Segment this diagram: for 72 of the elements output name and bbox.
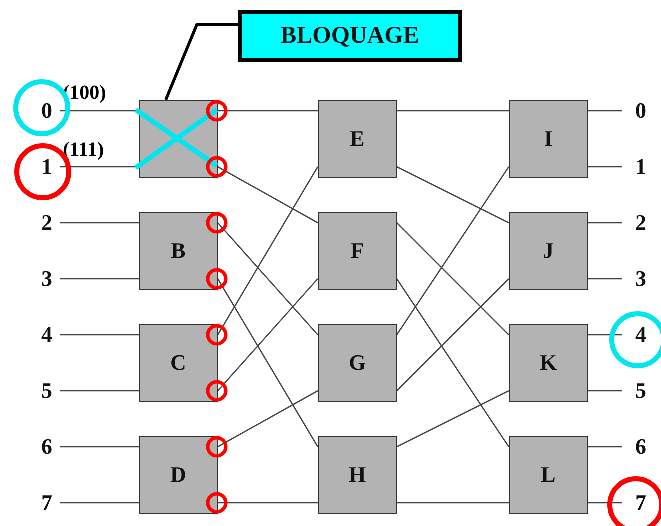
address-label: (111) [63,139,104,162]
switch-label: J [543,238,554,264]
port-number: 1 [636,154,646,180]
switch-box [139,212,218,290]
connector-line [218,390,318,448]
port-number: 6 [636,434,646,460]
switch-label: E [350,126,365,152]
port-number: 7 [636,490,646,516]
connector-line [218,222,318,336]
connector-line [217,166,319,336]
connector-line [60,334,139,336]
connector-line [218,110,318,112]
switch-box [318,100,397,178]
leader-line [164,24,238,101]
port-number: 3 [42,266,52,292]
port-number: 4 [636,322,646,348]
switch-box [509,324,588,402]
switch-label: I [544,126,553,152]
connector-line [60,446,139,448]
connector-line [60,222,139,224]
switch-box [509,436,588,514]
switch-box [509,100,588,178]
connector-line [588,222,622,224]
connector-line [60,390,139,392]
connector-line [588,502,622,504]
connector-line [396,222,510,336]
connector-line [396,166,510,336]
connector-line [218,502,318,504]
connector-line [60,502,139,504]
port-number: 0 [42,98,52,124]
switch-box [318,436,397,514]
switch-label: H [348,462,366,488]
switch-label: D [170,462,186,488]
port-number: 2 [42,210,52,236]
switch-box [509,212,588,290]
port-number: 7 [42,490,52,516]
switch-box [139,324,218,402]
switch-box [139,436,218,514]
connector-line [588,334,622,336]
switch-label: B [171,238,186,264]
port-number: 1 [42,154,52,180]
connector-line [588,278,622,280]
connector-line [588,166,622,168]
connector-line [217,278,319,448]
connector-line [588,390,622,392]
switch-label: K [540,350,558,376]
switch-label: L [541,462,556,488]
port-number: 3 [636,266,646,292]
port-number: 5 [42,378,52,404]
connector-line [60,278,139,280]
switch-label: G [348,350,366,376]
switch-box [318,324,397,402]
port-number: 0 [636,98,646,124]
connector-line [588,110,622,112]
port-number: 5 [636,378,646,404]
connector-line [396,390,510,448]
switch-label: F [350,238,364,264]
connector-line [396,278,510,448]
connector-line [218,166,318,224]
connector-line [218,278,318,392]
port-number: 6 [42,434,52,460]
connector-line [397,502,509,504]
switch-box [318,212,397,290]
port-number: 4 [42,322,52,348]
switch-label: C [170,350,186,376]
callout-box [238,10,462,62]
callout-text: BLOQUAGE [280,22,420,50]
port-number: 2 [636,210,646,236]
connector-line [397,110,509,112]
connector-line [396,166,510,224]
connector-line [396,278,510,392]
connector-line [588,446,622,448]
